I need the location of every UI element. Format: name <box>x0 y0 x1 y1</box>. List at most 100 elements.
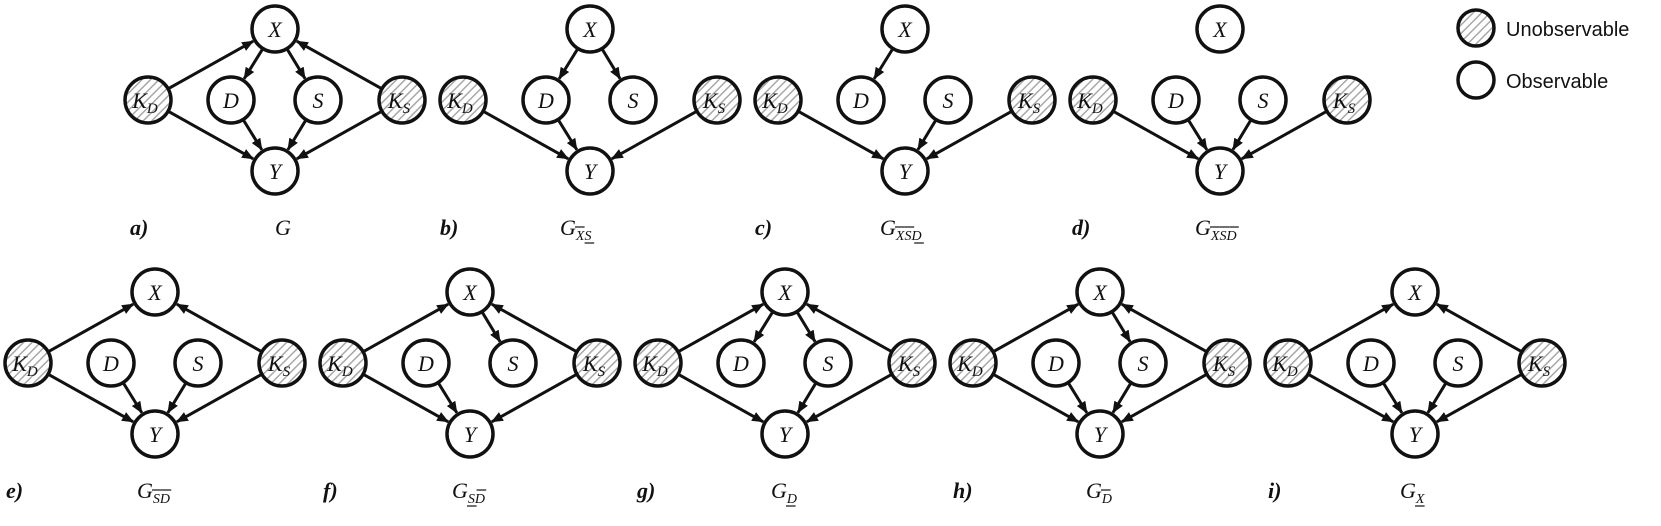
node-label-kd: KD <box>131 88 158 117</box>
node-kd <box>1068 75 1118 125</box>
node-d <box>716 338 766 388</box>
node-x <box>130 267 180 317</box>
edge-d-to-y <box>1186 118 1209 151</box>
panel-letter-h: h) <box>953 478 973 503</box>
edge-d-to-y <box>241 118 264 151</box>
node-kd <box>948 338 998 388</box>
node-label-y: Y <box>1094 422 1109 447</box>
edge-kd-to-x <box>677 302 765 354</box>
graph-title-f: GSD <box>452 478 485 507</box>
node-label-d: D <box>852 88 869 113</box>
node-label-d: D <box>1362 351 1379 376</box>
edge-s-to-y <box>916 118 938 151</box>
node-label-s: S <box>508 351 519 376</box>
edge-x-to-s <box>600 47 622 80</box>
legend-unobservable-label: Unobservable <box>1506 19 1629 41</box>
node-y <box>130 409 180 459</box>
edge-d-to-y <box>1381 381 1404 414</box>
node-kd <box>318 338 368 388</box>
node-label-x: X <box>147 280 163 305</box>
edge-s-to-y <box>1231 118 1253 151</box>
node-ks <box>887 338 937 388</box>
panel-letter-a: a) <box>130 215 148 240</box>
panel-letter-i: i) <box>1268 478 1281 503</box>
node-y <box>760 409 810 459</box>
edge-kd-to-x <box>362 302 450 354</box>
node-label-ks: KS <box>702 88 726 117</box>
node-kd <box>1263 338 1313 388</box>
edge-kd-to-y <box>797 109 885 161</box>
node-label-y: Y <box>899 159 914 184</box>
edge-kd-to-x <box>1307 302 1395 354</box>
node-d <box>1151 75 1201 125</box>
graph-title-h: GD <box>1086 478 1112 507</box>
edge-kd-to-y <box>677 372 765 424</box>
edge-ks-to-x <box>175 302 263 354</box>
node-label-ks: KS <box>1332 88 1356 117</box>
graph-title-b: GXS <box>560 215 591 244</box>
edge-ks-to-y <box>610 109 698 161</box>
edge-kd-to-y <box>1112 109 1200 161</box>
node-s <box>488 338 538 388</box>
node-label-d: D <box>1167 88 1184 113</box>
node-y <box>1075 409 1125 459</box>
node-s <box>923 75 973 125</box>
node-d <box>206 75 256 125</box>
node-d <box>401 338 451 388</box>
node-kd <box>123 75 173 125</box>
node-label-s: S <box>193 351 204 376</box>
node-label-d: D <box>222 88 239 113</box>
node-kd <box>438 75 488 125</box>
panel-letter-e: e) <box>6 478 23 503</box>
node-label-kd: KD <box>956 351 983 380</box>
node-label-s: S <box>1138 351 1149 376</box>
node-x <box>1390 267 1440 317</box>
node-label-x: X <box>777 280 793 305</box>
legend-observable-label: Observable <box>1506 71 1608 93</box>
node-s <box>1433 338 1483 388</box>
edge-ks-to-x <box>1435 302 1523 354</box>
graph-title-d: GXSD <box>1195 215 1237 244</box>
node-x <box>760 267 810 317</box>
edge-kd-to-x <box>47 302 135 354</box>
graph-title-i: GX <box>1400 478 1425 507</box>
edge-ks-to-y <box>490 372 578 424</box>
node-d <box>836 75 886 125</box>
node-kd <box>3 338 53 388</box>
node-label-s: S <box>628 88 639 113</box>
node-s <box>1118 338 1168 388</box>
edge-x-to-s <box>1110 310 1132 343</box>
node-label-x: X <box>462 280 478 305</box>
node-s <box>803 338 853 388</box>
edge-kd-to-x <box>167 39 255 91</box>
node-y <box>250 146 300 196</box>
node-ks <box>1322 75 1372 125</box>
node-ks <box>572 338 622 388</box>
edge-kd-to-y <box>992 372 1080 424</box>
edge-ks-to-x <box>1120 302 1208 354</box>
edge-d-to-y <box>121 381 144 414</box>
edge-s-to-y <box>1426 381 1448 414</box>
node-ks <box>377 75 427 125</box>
node-label-d: D <box>1047 351 1064 376</box>
panel-letter-c: c) <box>755 215 772 240</box>
edge-x-to-s <box>480 310 502 343</box>
edge-ks-to-y <box>925 109 1013 161</box>
edge-kd-to-y <box>47 372 135 424</box>
edge-x-to-d <box>872 47 895 80</box>
panel-letter-d: d) <box>1072 215 1090 240</box>
node-label-y: Y <box>1214 159 1229 184</box>
node-ks <box>692 75 742 125</box>
node-label-kd: KD <box>326 351 353 380</box>
edge-x-to-d <box>557 47 580 80</box>
node-ks <box>1517 338 1567 388</box>
edge-kd-to-y <box>482 109 570 161</box>
node-label-y: Y <box>269 159 284 184</box>
edge-x-to-s <box>795 310 817 343</box>
edge-ks-to-y <box>805 372 893 424</box>
panel-letter-f: f) <box>323 478 338 503</box>
